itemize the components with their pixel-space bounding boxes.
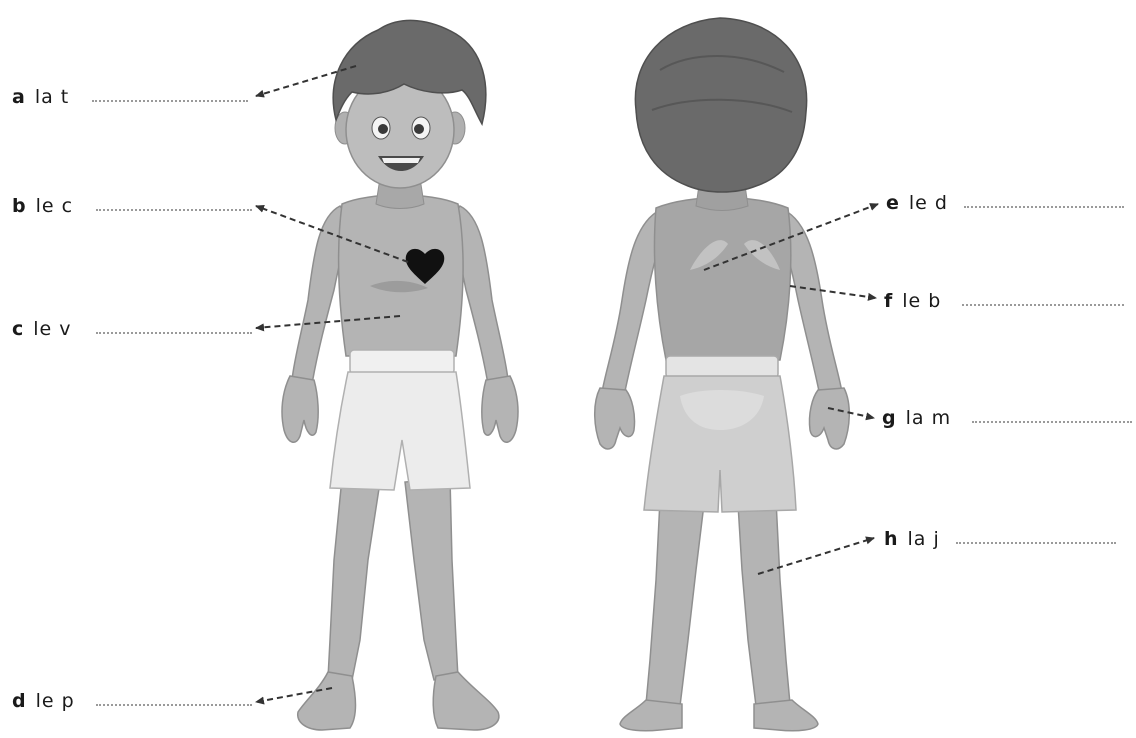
back-torso — [654, 198, 790, 361]
boy-front-figure — [282, 20, 518, 730]
front-legs — [328, 478, 458, 680]
answer-line-g[interactable] — [972, 421, 1132, 423]
back-feet — [620, 700, 818, 731]
label-letter: d — [12, 690, 26, 712]
answer-line-a[interactable] — [92, 100, 248, 102]
label-f: f le b — [884, 290, 941, 312]
label-letter: b — [12, 195, 26, 217]
label-letter: h — [884, 528, 898, 550]
label-word: le b — [902, 290, 941, 312]
label-letter: g — [882, 407, 896, 429]
label-word: le p — [36, 690, 75, 712]
label-letter: e — [886, 192, 899, 214]
answer-line-e[interactable] — [964, 206, 1124, 208]
label-g: g la m — [882, 407, 951, 429]
boy-back-figure — [595, 18, 850, 731]
label-a: a la t — [12, 86, 69, 108]
answer-line-c[interactable] — [96, 332, 252, 334]
answer-line-h[interactable] — [956, 542, 1116, 544]
label-word: le d — [909, 192, 948, 214]
label-word: la j — [908, 528, 940, 550]
label-d: d le p — [12, 690, 75, 712]
label-word: le v — [33, 318, 71, 340]
label-word: la m — [906, 407, 951, 429]
label-word: le c — [36, 195, 73, 217]
front-head — [333, 20, 486, 188]
label-c: c le v — [12, 318, 72, 340]
label-letter: a — [12, 86, 25, 108]
front-shorts — [330, 350, 470, 490]
front-torso — [339, 195, 464, 356]
label-word: la t — [35, 86, 69, 108]
label-letter: c — [12, 318, 23, 340]
label-letter: f — [884, 290, 892, 312]
back-legs — [646, 500, 790, 706]
answer-line-d[interactable] — [96, 704, 252, 706]
label-h: h la j — [884, 528, 940, 550]
answer-line-f[interactable] — [962, 304, 1124, 306]
back-head — [635, 18, 806, 192]
front-feet — [298, 672, 499, 730]
answer-line-b[interactable] — [96, 209, 252, 211]
label-b: b le c — [12, 195, 73, 217]
label-e: e le d — [886, 192, 948, 214]
back-shorts — [644, 356, 796, 512]
